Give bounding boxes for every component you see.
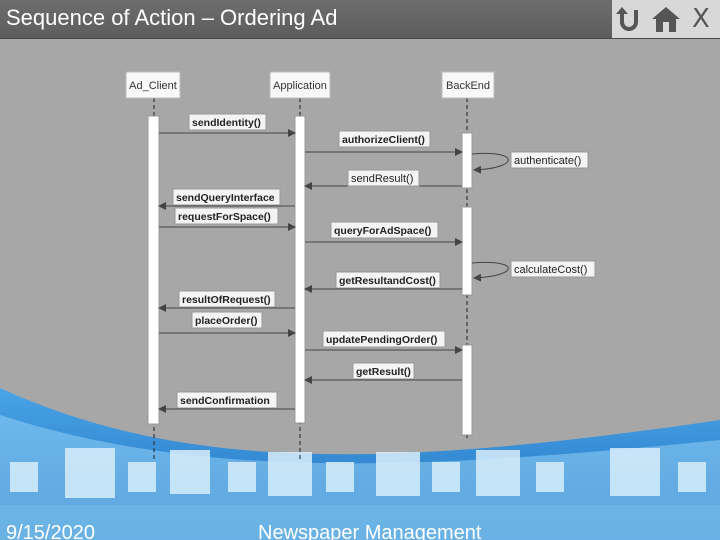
- message-label: authenticate(): [514, 155, 581, 167]
- message-label-box: [338, 130, 431, 148]
- message-label: getResult(): [356, 366, 411, 378]
- message-label-box: [347, 169, 420, 187]
- message-label-box: [510, 151, 589, 169]
- message-label-box: [322, 330, 446, 348]
- message-label-box: [174, 207, 279, 225]
- message-label-box: [188, 113, 267, 131]
- message-label: updatePendingOrder(): [326, 334, 437, 346]
- message-label: sendIdentity(): [192, 117, 261, 129]
- activation-backend-2: [461, 206, 473, 296]
- message-label-box: [178, 290, 276, 308]
- close-button[interactable]: X: [692, 4, 710, 34]
- return-arrow-icon[interactable]: [614, 4, 644, 34]
- activation-backend-3: [461, 344, 473, 436]
- message-label-box: [335, 271, 441, 289]
- message-label: sendConfirmation: [180, 395, 270, 407]
- message-label: placeOrder(): [195, 315, 257, 327]
- footer-date: 9/15/2020: [6, 522, 95, 540]
- title-bar: Sequence of Action – Ordering Ad: [0, 0, 720, 39]
- message-label: queryForAdSpace(): [334, 225, 431, 237]
- message-label: sendResult(): [351, 173, 413, 185]
- activation-application: [294, 115, 306, 424]
- message-label-box: [176, 391, 278, 409]
- message-label: sendQueryInterface: [176, 192, 275, 204]
- message-arrow-self: [471, 152, 509, 174]
- message-label: requestForSpace(): [178, 211, 271, 223]
- message-label-box: [352, 362, 415, 380]
- activation-backend-1: [461, 132, 473, 189]
- slide-title: Sequence of Action – Ordering Ad: [6, 5, 338, 30]
- message-arrow-self: [471, 261, 509, 282]
- message-label: calculateCost(): [514, 264, 587, 276]
- message-label: getResultandCost(): [339, 275, 436, 287]
- message-label: authorizeClient(): [342, 134, 425, 146]
- message-label: resultOfRequest(): [182, 294, 271, 306]
- activation-ad-client: [147, 115, 160, 425]
- message-label-box: [330, 221, 439, 239]
- home-icon[interactable]: [650, 4, 682, 34]
- message-label-box: [172, 188, 281, 206]
- message-label-box: [510, 260, 596, 278]
- participant-label-backend: BackEnd: [446, 80, 490, 92]
- participant-ad-client: Ad_Client: [125, 71, 181, 99]
- participant-backend: BackEnd: [441, 71, 495, 99]
- footer-title: Newspaper Management: [258, 522, 482, 540]
- participant-label-ad-client: Ad_Client: [129, 80, 177, 92]
- participant-application: Application: [269, 71, 331, 99]
- participant-label-application: Application: [273, 80, 327, 92]
- message-label-box: [191, 311, 263, 329]
